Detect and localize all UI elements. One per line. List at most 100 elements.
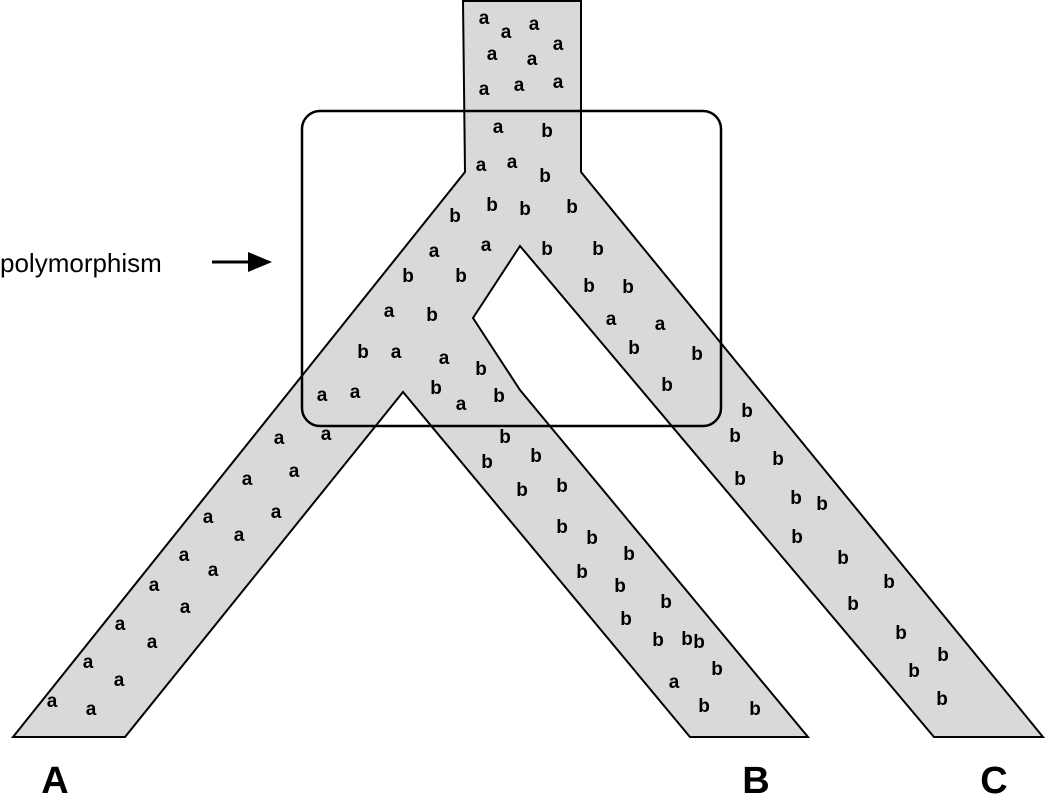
allele-label: b (583, 276, 595, 297)
allele-label: a (655, 314, 666, 335)
allele-label: b (481, 452, 493, 473)
allele-label: b (449, 206, 461, 227)
allele-label: a (553, 72, 564, 93)
allele-label: b (541, 239, 553, 260)
allele-label: a (86, 699, 97, 720)
allele-label: b (895, 623, 907, 644)
allele-label: b (541, 121, 553, 142)
allele-label: a (514, 75, 525, 96)
species-label-b: B (742, 760, 769, 794)
allele-label: b (556, 517, 568, 538)
allele-label: a (429, 241, 440, 262)
allele-label: b (530, 446, 542, 467)
allele-label: a (487, 44, 498, 65)
allele-label: a (439, 348, 450, 369)
polymorphism-label: polymorphism (0, 248, 162, 278)
allele-label: b (741, 401, 753, 422)
allele-label: a (208, 560, 219, 581)
allele-label: b (661, 375, 673, 396)
allele-label: b (772, 449, 784, 470)
allele-label: b (623, 544, 635, 565)
allele-label: b (614, 576, 626, 597)
lineage-bc (10, 0, 1046, 738)
allele-label: a (47, 691, 58, 712)
allele-label: b (816, 494, 828, 515)
allele-label: b (790, 488, 802, 509)
species-label-a: A (41, 760, 68, 794)
allele-label: b (566, 197, 578, 218)
allele-label: b (493, 386, 505, 407)
allele-label: b (576, 562, 588, 583)
allele-label: a (114, 670, 125, 691)
allele-label: a (391, 342, 402, 363)
allele-label: b (516, 480, 528, 501)
allele-label: a (384, 301, 395, 322)
allele-label: b (729, 426, 741, 447)
allele-label: a (180, 597, 191, 618)
allele-label: b (628, 338, 640, 359)
allele-label: b (837, 548, 849, 569)
allele-label: b (791, 527, 803, 548)
allele-label: a (481, 235, 492, 256)
allele-label: b (539, 166, 551, 187)
allele-label: b (475, 359, 487, 380)
species-label-c: C (980, 760, 1007, 794)
allele-label: b (499, 427, 511, 448)
allele-label: a (553, 34, 564, 55)
allele-label: a (203, 507, 214, 528)
allele-label: b (681, 629, 693, 650)
allele-label: b (847, 594, 859, 615)
allele-label: b (486, 195, 498, 216)
allele-label: b (556, 476, 568, 497)
allele-label: b (620, 609, 632, 630)
allele-label: a (479, 8, 490, 29)
callout-arrow-icon (212, 252, 272, 272)
allele-label: a (527, 49, 538, 70)
allele-label: a (179, 545, 190, 566)
allele-label: b (455, 266, 467, 287)
allele-label: a (147, 632, 158, 653)
allele-label: b (586, 528, 598, 549)
allele-label: a (669, 672, 680, 693)
allele-label: b (622, 277, 634, 298)
allele-label: b (519, 199, 531, 220)
allele-label: a (529, 14, 540, 35)
allele-label: a (271, 502, 282, 523)
allele-label: a (289, 461, 300, 482)
allele-label: a (507, 152, 518, 173)
allele-label: a (501, 22, 512, 43)
allele-label: a (274, 428, 285, 449)
allele-label: b (749, 699, 761, 720)
allele-label: a (456, 394, 467, 415)
allele-label: b (430, 378, 442, 399)
allele-label: b (883, 572, 895, 593)
allele-label: b (592, 239, 604, 260)
allele-label: b (691, 344, 703, 365)
allele-label: b (936, 689, 948, 710)
allele-label: a (149, 575, 160, 596)
allele-label: b (937, 645, 949, 666)
allele-label: b (734, 469, 746, 490)
allele-label: b (652, 630, 664, 651)
polymorphism-box (300, 109, 723, 428)
allele-label: b (908, 661, 920, 682)
allele-label: a (606, 309, 617, 330)
allele-label: a (350, 382, 361, 403)
allele-label: a (317, 385, 328, 406)
allele-label: b (357, 342, 369, 363)
allele-label: b (698, 696, 710, 717)
allele-label: a (476, 155, 487, 176)
allele-label: a (234, 525, 245, 546)
allele-label: a (479, 79, 490, 100)
allele-label: b (402, 266, 414, 287)
allele-label: b (660, 592, 672, 613)
allele-label: a (115, 614, 126, 635)
allele-label: a (493, 117, 504, 138)
allele-label: b (693, 632, 705, 653)
allele-label: a (83, 652, 94, 673)
allele-label: a (242, 469, 253, 490)
allele-label: a (321, 424, 332, 445)
allele-label: b (711, 659, 723, 680)
